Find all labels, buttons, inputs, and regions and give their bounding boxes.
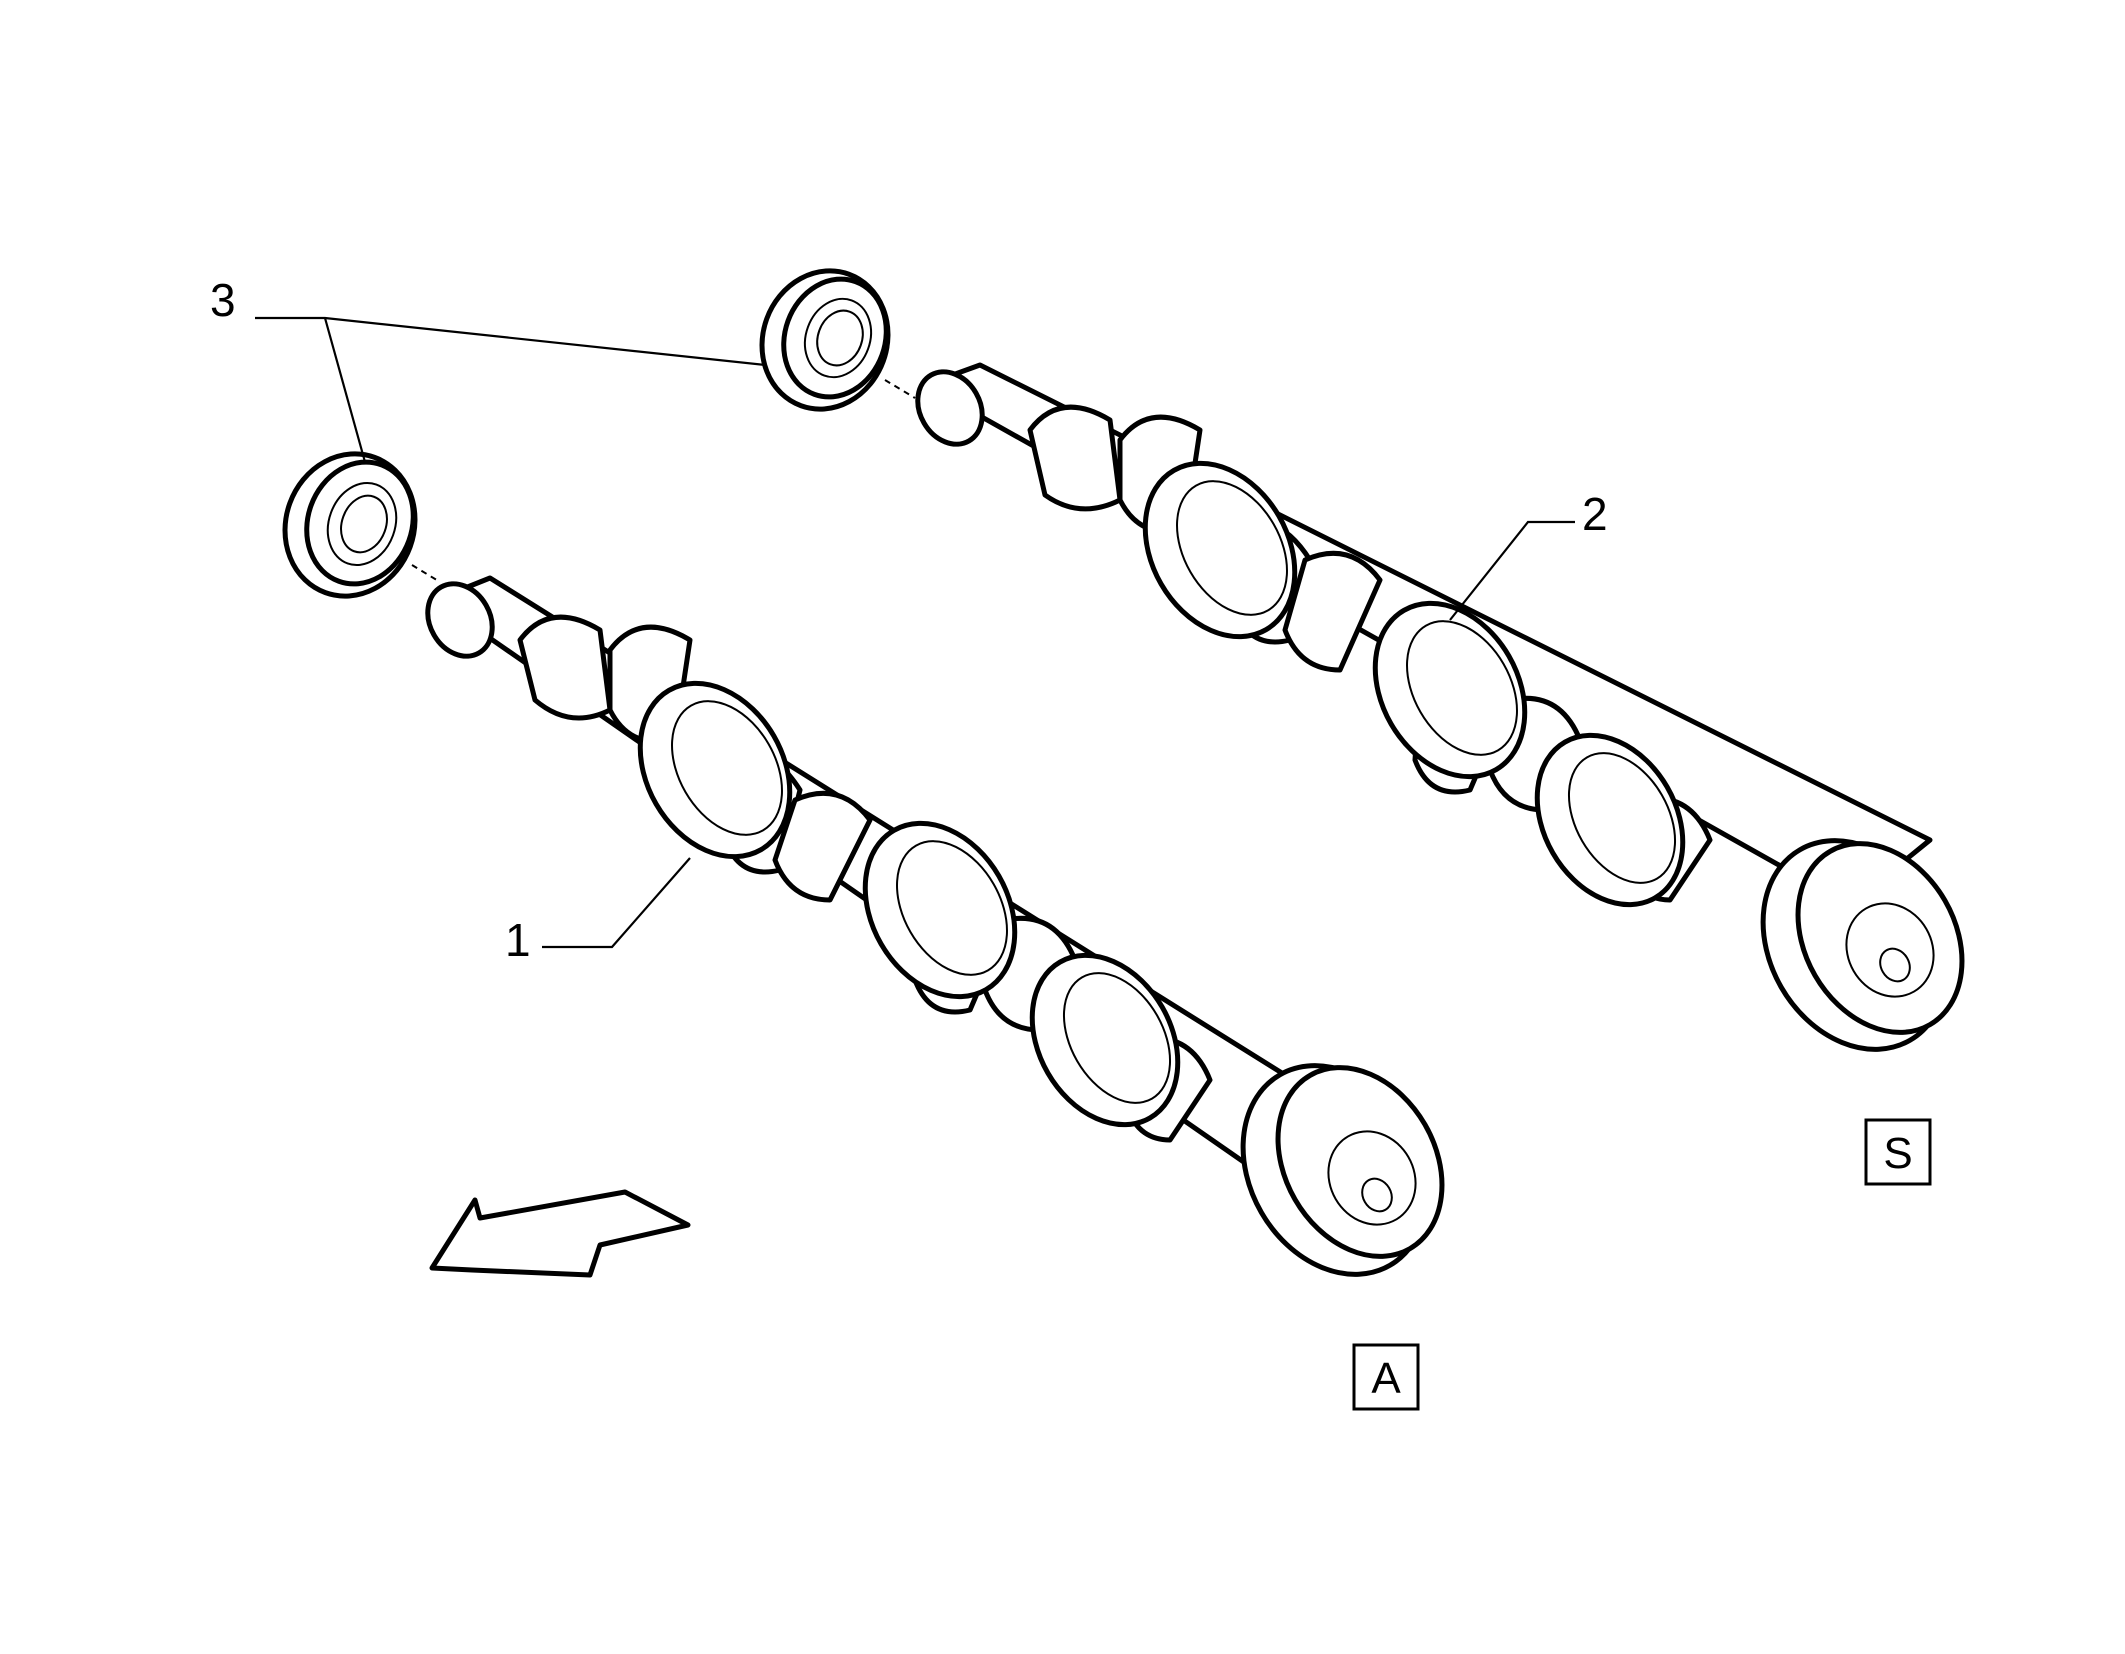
alignment-line-lower [411, 564, 441, 583]
callout-camshaft-intake: 1 [505, 914, 531, 966]
leader-lines [255, 316, 1575, 949]
label-box-s: S [1864, 1118, 1932, 1186]
label-box-a: A [1352, 1343, 1420, 1411]
oil-seal-lower [282, 451, 418, 599]
camshaft-intake [425, 575, 1445, 1277]
label-s-text: S [1883, 1129, 1912, 1178]
direction-arrow-icon [429, 1189, 691, 1278]
alignment-line-upper [884, 379, 916, 399]
label-a-text: A [1371, 1354, 1401, 1403]
callout-camshaft-exhaust: 2 [1582, 488, 1608, 540]
callout-oil-seal: 3 [210, 274, 236, 326]
camshaft-exhaust [915, 362, 1965, 1052]
oil-seal-upper [759, 268, 891, 412]
